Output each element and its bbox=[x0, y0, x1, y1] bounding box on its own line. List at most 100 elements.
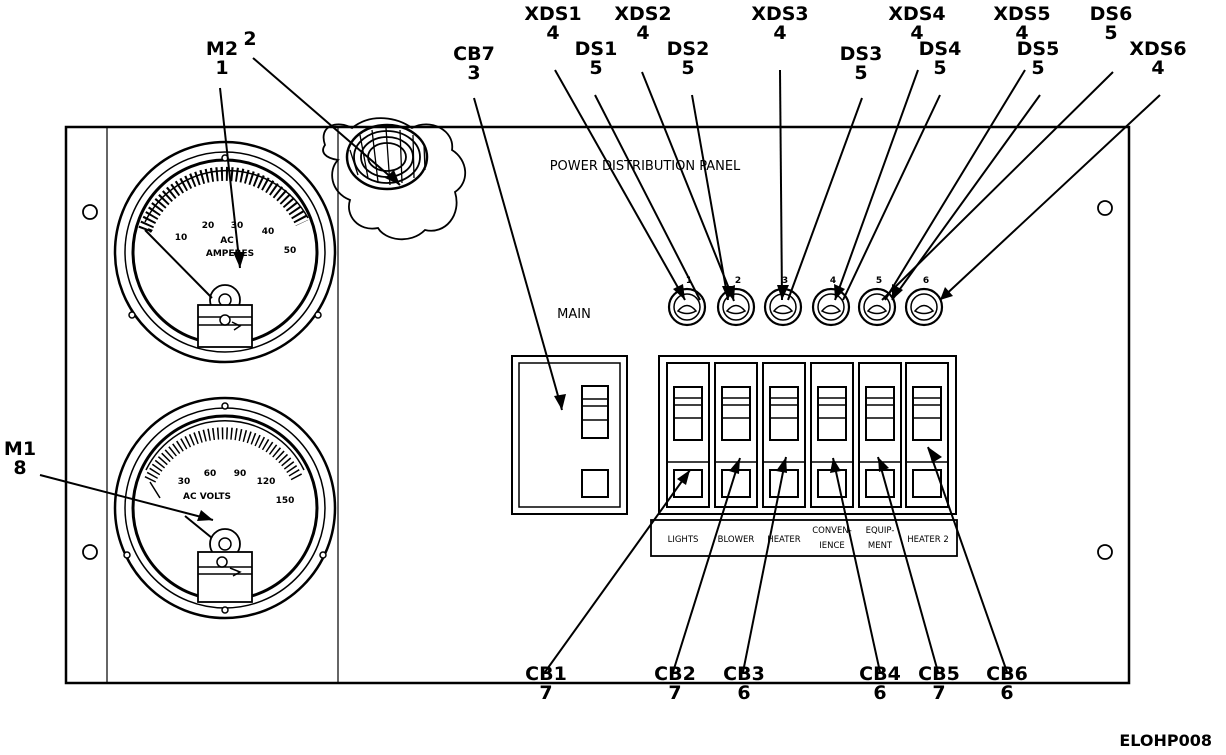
branch-breaker bbox=[714, 362, 758, 508]
callout-number: 4 bbox=[546, 22, 559, 44]
main-breaker bbox=[511, 355, 628, 515]
breaker-function-label: LIGHTS bbox=[668, 535, 699, 545]
callout-number: 6 bbox=[873, 682, 886, 704]
indicator-lamp: 4 bbox=[811, 276, 851, 327]
callout-labels: M212CB73XDS14DS15XDS24DS25XDS34DS35XDS44… bbox=[4, 3, 1187, 704]
voltmeter-scale-90: 90 bbox=[234, 469, 247, 479]
ammeter-scale-40: 40 bbox=[262, 227, 275, 237]
lamp-number: 2 bbox=[735, 276, 741, 286]
leader-arrowheads bbox=[197, 170, 953, 521]
voltmeter: 30 60 90 120 150 AC VOLTS bbox=[113, 396, 337, 620]
branch-breaker bbox=[810, 362, 854, 508]
callout-name: XDS4 bbox=[888, 3, 945, 25]
callout-name: CB2 bbox=[654, 663, 696, 685]
callout-name: M2 bbox=[206, 38, 238, 60]
ammeter-scale-10: 10 bbox=[175, 233, 188, 243]
mounting-hole bbox=[82, 544, 98, 560]
ammeter-scale-50: 50 bbox=[284, 246, 297, 256]
ammeter-scale-30: 30 bbox=[231, 221, 244, 231]
callout-name: XDS2 bbox=[614, 3, 671, 25]
callout-number: 5 bbox=[1031, 57, 1044, 79]
branch-breaker bbox=[905, 362, 949, 508]
callout-number: 4 bbox=[1151, 57, 1164, 79]
callout-number: 1 bbox=[215, 57, 228, 79]
callout-name: CB5 bbox=[918, 663, 960, 685]
main-label: MAIN bbox=[557, 307, 591, 322]
callout-number: 5 bbox=[933, 57, 946, 79]
ammeter-caption-amperes: AMPERES bbox=[206, 249, 254, 259]
callout-name: DS5 bbox=[1017, 38, 1060, 60]
callout-number: 5 bbox=[854, 62, 867, 84]
mounting-hole bbox=[82, 204, 98, 220]
breaker-function-label: MENT bbox=[868, 541, 893, 551]
callout: M21 bbox=[206, 38, 238, 79]
breaker-function-label: HEATER bbox=[767, 535, 800, 545]
breaker-bank bbox=[658, 355, 957, 515]
callout-number: 4 bbox=[910, 22, 923, 44]
callout-number: 4 bbox=[1015, 22, 1028, 44]
callout-number: 7 bbox=[539, 682, 552, 704]
panel-title: POWER DISTRIBUTION PANEL bbox=[550, 159, 741, 174]
callout-number: 7 bbox=[668, 682, 681, 704]
callout-name: XDS6 bbox=[1129, 38, 1186, 60]
callout-name: XDS1 bbox=[524, 3, 581, 25]
callout-name: CB4 bbox=[859, 663, 901, 685]
breaker-function-label: EQUIP- bbox=[866, 526, 895, 536]
indicator-lamp: 6 bbox=[904, 276, 944, 327]
branch-breaker bbox=[666, 362, 710, 508]
branch-breaker bbox=[762, 362, 806, 508]
callout-number: 6 bbox=[1000, 682, 1013, 704]
callout-name: DS1 bbox=[575, 38, 618, 60]
callout-name: DS4 bbox=[919, 38, 962, 60]
callout-name: CB6 bbox=[986, 663, 1028, 685]
callout-number: 8 bbox=[13, 457, 26, 479]
callout-number: 2 bbox=[243, 28, 256, 50]
callout-name: CB7 bbox=[453, 43, 495, 65]
lamp-number: 5 bbox=[876, 276, 882, 286]
breaker-label-strip bbox=[650, 519, 958, 557]
callout-number: 7 bbox=[932, 682, 945, 704]
callout: M18 bbox=[4, 438, 36, 479]
callout-number: 6 bbox=[737, 682, 750, 704]
panel-outline bbox=[64, 125, 1131, 685]
voltmeter-scale-150: 150 bbox=[276, 496, 295, 506]
breaker-function-label: IENCE bbox=[819, 541, 845, 551]
ammeter: 10 20 30 40 50 AC AMPERES bbox=[113, 140, 337, 364]
meter-plate bbox=[106, 126, 339, 684]
indicator-lamp: 2 bbox=[716, 276, 756, 327]
callout-name: DS3 bbox=[840, 43, 883, 65]
callout-number: 5 bbox=[589, 57, 602, 79]
callout-name: XDS3 bbox=[751, 3, 808, 25]
voltmeter-caption: AC VOLTS bbox=[183, 492, 231, 502]
ammeter-caption-ac: AC bbox=[220, 236, 234, 246]
voltmeter-scale-30: 30 bbox=[178, 477, 191, 487]
lamp-number: 4 bbox=[830, 276, 836, 286]
breaker-function-label: CONVEN- bbox=[812, 526, 852, 536]
lamp-number: 6 bbox=[923, 276, 929, 286]
callout-name: CB3 bbox=[723, 663, 765, 685]
cable-grommet bbox=[322, 117, 467, 241]
indicator-lamp: 1 bbox=[667, 276, 707, 327]
callout-number: 5 bbox=[681, 57, 694, 79]
branch-breaker bbox=[858, 362, 902, 508]
breaker-function-label: HEATER 2 bbox=[907, 535, 949, 545]
callout: 2 bbox=[243, 28, 256, 50]
callout-number: 3 bbox=[467, 62, 480, 84]
